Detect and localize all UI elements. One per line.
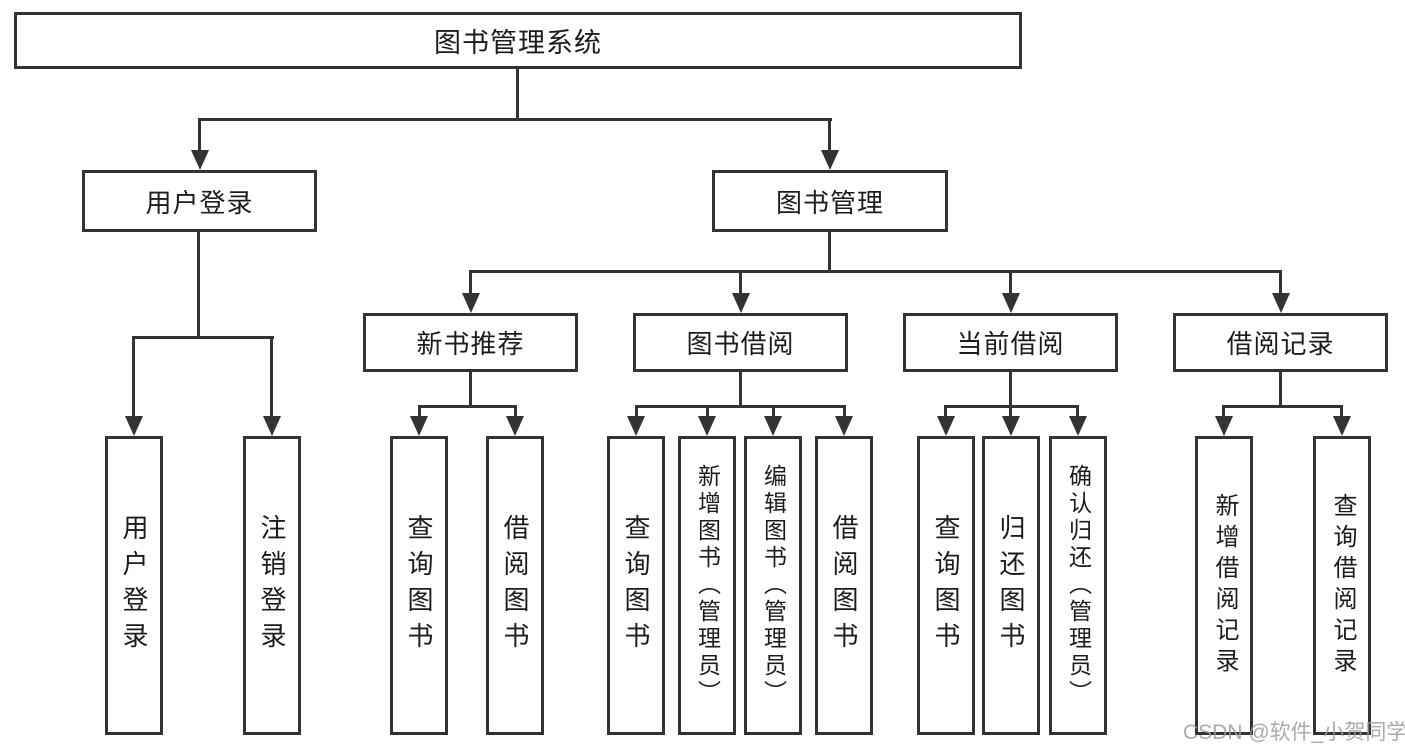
node-logout: 注销登录 — [243, 436, 301, 735]
node-label: 用户登录 — [145, 187, 254, 218]
connector-vline — [1009, 405, 1012, 418]
arrowhead-down-icon — [698, 416, 716, 436]
node-label: 借阅图书 — [500, 513, 530, 658]
arrowhead-down-icon — [410, 416, 428, 436]
arrowhead-down-icon — [764, 416, 782, 436]
arrowhead-down-icon — [835, 416, 853, 436]
node-user-login: 用户登录 — [82, 170, 317, 232]
connector-vline — [706, 405, 709, 418]
arrowhead-down-icon — [1215, 416, 1233, 436]
node-query-borrow-record: 查询借阅记录 — [1313, 436, 1371, 735]
connector-vline — [1009, 273, 1012, 295]
node-return-book: 归还图书 — [982, 436, 1040, 735]
node-label: 新书推荐 — [416, 329, 525, 359]
connector-vline — [516, 69, 519, 118]
connector-vline — [132, 336, 135, 418]
node-new-book-recommend: 新书推荐 — [363, 313, 578, 372]
node-add-book-admin: 新增图书（管理员） — [678, 436, 736, 735]
node-label: 当前借阅 — [956, 329, 1065, 359]
node-label: 借阅图书 — [829, 513, 859, 658]
node-borrow-books: 借阅图书 — [815, 436, 873, 735]
connector-vline — [418, 405, 421, 418]
connector-vline — [635, 405, 638, 418]
node-label: 查询图书 — [404, 513, 434, 658]
connector-vline — [1076, 405, 1079, 418]
connector-vline — [772, 405, 775, 418]
node-label: 用户登录 — [119, 513, 149, 658]
node-label: 图书管理 — [775, 187, 884, 218]
arrowhead-down-icon — [462, 293, 480, 313]
connector-vline — [944, 405, 947, 418]
arrowhead-down-icon — [1272, 293, 1290, 313]
connector-hline — [1223, 405, 1343, 408]
connector-hline — [418, 405, 517, 408]
connector-hline — [635, 405, 845, 408]
connector-vline — [739, 273, 742, 295]
node-label: 图书借阅 — [686, 329, 795, 359]
node-library-system: 图书管理系统 — [14, 12, 1022, 69]
connector-hline — [133, 336, 274, 339]
node-label: 查询图书 — [931, 513, 961, 658]
node-label: 查询图书 — [621, 513, 651, 658]
arrowhead-down-icon — [1002, 416, 1020, 436]
connector-vline — [469, 273, 472, 295]
connector-vline — [843, 405, 846, 418]
arrowhead-down-icon — [1333, 416, 1351, 436]
connector-hline — [469, 270, 1282, 273]
arrowhead-down-icon — [1069, 416, 1087, 436]
arrowhead-down-icon — [627, 416, 645, 436]
node-query-books-recommend: 查询图书 — [390, 436, 448, 735]
arrowhead-down-icon — [125, 416, 143, 436]
connector-hline — [198, 118, 832, 121]
arrowhead-down-icon — [191, 150, 209, 170]
node-label: 图书管理系统 — [434, 28, 602, 58]
arrowhead-down-icon — [263, 416, 281, 436]
connector-vline — [828, 118, 831, 152]
node-current-borrowing: 当前借阅 — [903, 313, 1118, 372]
node-label: 编辑图书（管理员） — [760, 464, 787, 707]
node-add-borrow-record: 新增借阅记录 — [1195, 436, 1253, 735]
node-book-management: 图书管理 — [712, 170, 948, 232]
connector-vline — [1279, 372, 1282, 408]
connector-vline — [198, 118, 201, 152]
connector-vline — [1340, 405, 1343, 418]
arrowhead-down-icon — [937, 416, 955, 436]
node-label: 查询借阅记录 — [1329, 492, 1356, 679]
node-query-books-borrowing: 查询图书 — [607, 436, 665, 735]
csdn-watermark: CSDN @软件_小贺同学 — [1183, 721, 1405, 744]
connector-vline — [197, 232, 200, 339]
node-borrow-books-recommend: 借阅图书 — [486, 436, 544, 735]
connector-vline — [1222, 405, 1225, 418]
node-book-borrowing: 图书借阅 — [633, 313, 848, 372]
connector-vline — [739, 372, 742, 408]
arrowhead-down-icon — [506, 416, 524, 436]
connector-vline — [270, 336, 273, 418]
node-borrowing-records: 借阅记录 — [1173, 313, 1388, 372]
connector-hline — [945, 405, 1079, 408]
node-confirm-return-admin: 确认归还（管理员） — [1049, 436, 1107, 735]
arrowhead-down-icon — [821, 150, 839, 170]
connector-vline — [469, 372, 472, 408]
connector-vline — [1009, 372, 1012, 408]
connector-vline — [514, 405, 517, 418]
node-label: 新增借阅记录 — [1211, 492, 1238, 679]
node-label: 注销登录 — [257, 513, 287, 658]
arrowhead-down-icon — [1002, 293, 1020, 313]
connector-vline — [828, 232, 831, 273]
node-label: 借阅记录 — [1226, 329, 1335, 359]
node-query-books-current: 查询图书 — [917, 436, 975, 735]
node-label: 新增图书（管理员） — [694, 464, 721, 707]
node-label: 确认归还（管理员） — [1065, 464, 1092, 707]
arrowhead-down-icon — [732, 293, 750, 313]
node-label: 归还图书 — [996, 513, 1026, 658]
node-user-login-leaf: 用户登录 — [105, 436, 163, 735]
node-edit-book-admin: 编辑图书（管理员） — [744, 436, 802, 735]
connector-vline — [1279, 273, 1282, 295]
